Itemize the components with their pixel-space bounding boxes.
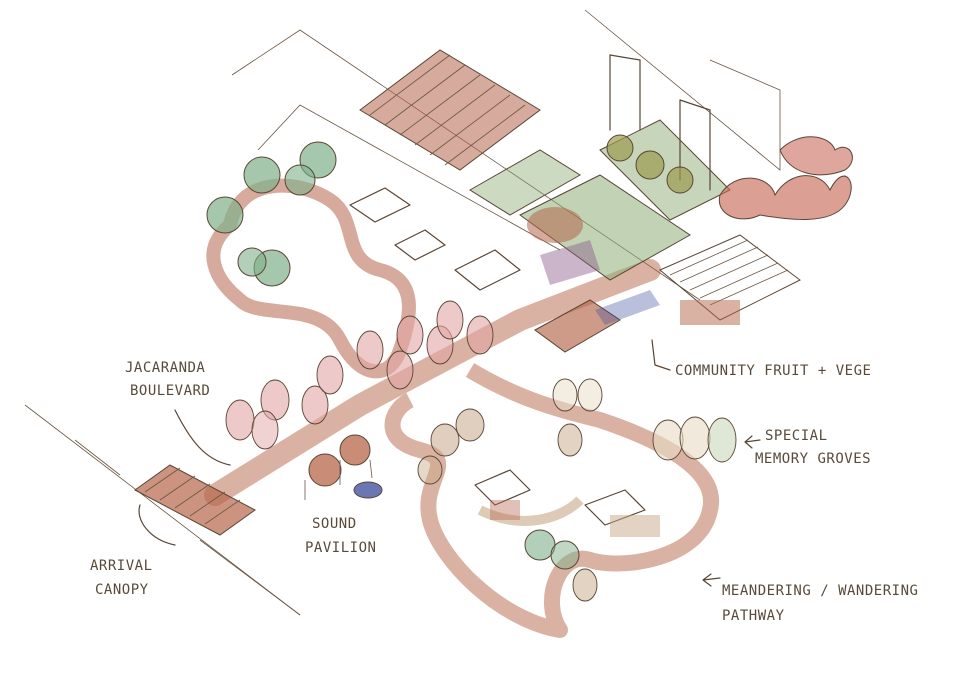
memory-groves xyxy=(417,378,737,602)
pergolas xyxy=(349,187,660,537)
label-sound-line1: SOUND xyxy=(312,516,357,532)
leader-lines xyxy=(174,339,761,587)
label-arrival-line1: ARRIVAL xyxy=(90,558,153,574)
label-memory-line2: MEMORY GROVES xyxy=(755,451,871,467)
upper-meandering-path xyxy=(206,178,416,379)
community-garden-buildings xyxy=(359,49,801,353)
label-sound-line2: PAVILION xyxy=(305,540,376,556)
sound-pavilion xyxy=(304,434,383,500)
label-jacaranda-line2: BOULEVARD xyxy=(130,383,210,399)
arrow-left-icon xyxy=(702,573,721,587)
lower-meandering-path xyxy=(384,363,720,638)
label-jacaranda-line1: JACARANDA xyxy=(125,360,205,376)
red-shade-trees xyxy=(718,136,853,220)
label-community: COMMUNITY FRUIT + VEGE xyxy=(675,363,871,379)
label-memory-line1: SPECIAL xyxy=(765,428,828,444)
green-trees xyxy=(206,134,694,570)
arrival-canopy xyxy=(134,464,256,546)
label-arrival-line2: CANOPY xyxy=(95,582,149,598)
label-path-line1: MEANDERING / WANDERING xyxy=(722,583,918,599)
label-path-line2: PATHWAY xyxy=(722,608,785,624)
jacaranda-trees xyxy=(225,300,494,450)
arrow-left-icon xyxy=(744,435,761,449)
labels: JACARANDA BOULEVARD ARRIVAL CANOPY SOUND… xyxy=(90,360,918,624)
